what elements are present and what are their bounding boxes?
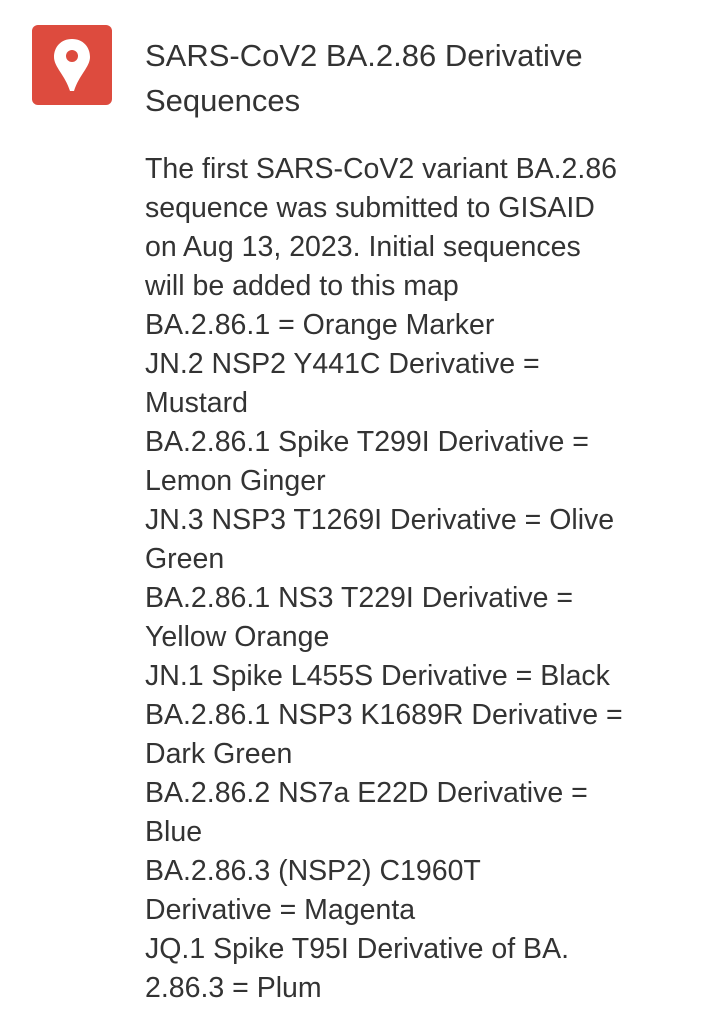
description-line: sequence was submitted to GISAID: [145, 192, 595, 224]
map-title: SARS-CoV2 BA.2.86 Derivative Sequences: [145, 33, 583, 123]
description-line: Dark Green: [145, 738, 293, 770]
description-line: BA.2.86.1 NSP3 K1689R Derivative =: [145, 699, 623, 731]
description-line: JN.2 NSP2 Y441C Derivative =: [145, 348, 540, 380]
description-line: JQ.1 Spike T95I Derivative of BA.: [145, 933, 569, 965]
description-line: 2.86.3 = Plum: [145, 972, 322, 1004]
title-line: Sequences: [145, 83, 301, 118]
description-line: Blue: [145, 816, 203, 848]
description-line: will be added to this map: [145, 270, 459, 302]
description-line: on Aug 13, 2023. Initial sequences: [145, 231, 581, 263]
map-pin-icon: [32, 25, 112, 105]
title-line: SARS-CoV2 BA.2.86 Derivative: [145, 38, 583, 73]
description-line: Derivative = Magenta: [145, 894, 416, 926]
description-line: Lemon Ginger: [145, 465, 326, 497]
description-line: Green: [145, 543, 225, 575]
description-line: BA.2.86.3 (NSP2) C1960T: [145, 855, 481, 887]
description-line: JN.3 NSP3 T1269I Derivative = Olive: [145, 504, 615, 536]
description-line: BA.2.86.2 NS7a E22D Derivative =: [145, 777, 588, 809]
description-line: Mustard: [145, 387, 248, 419]
description-line: BA.2.86.1 = Orange Marker: [145, 309, 495, 341]
description-line: The first SARS-CoV2 variant BA.2.86: [145, 153, 618, 185]
description-line: BA.2.86.1 Spike T299I Derivative =: [145, 426, 589, 458]
description-line: BA.2.86.1 NS3 T229I Derivative =: [145, 582, 574, 614]
description-line: Yellow Orange: [145, 621, 330, 653]
description-line: JN.1 Spike L455S Derivative = Black: [145, 660, 610, 692]
map-description: The first SARS-CoV2 variant BA.2.86 seque…: [145, 150, 623, 1008]
